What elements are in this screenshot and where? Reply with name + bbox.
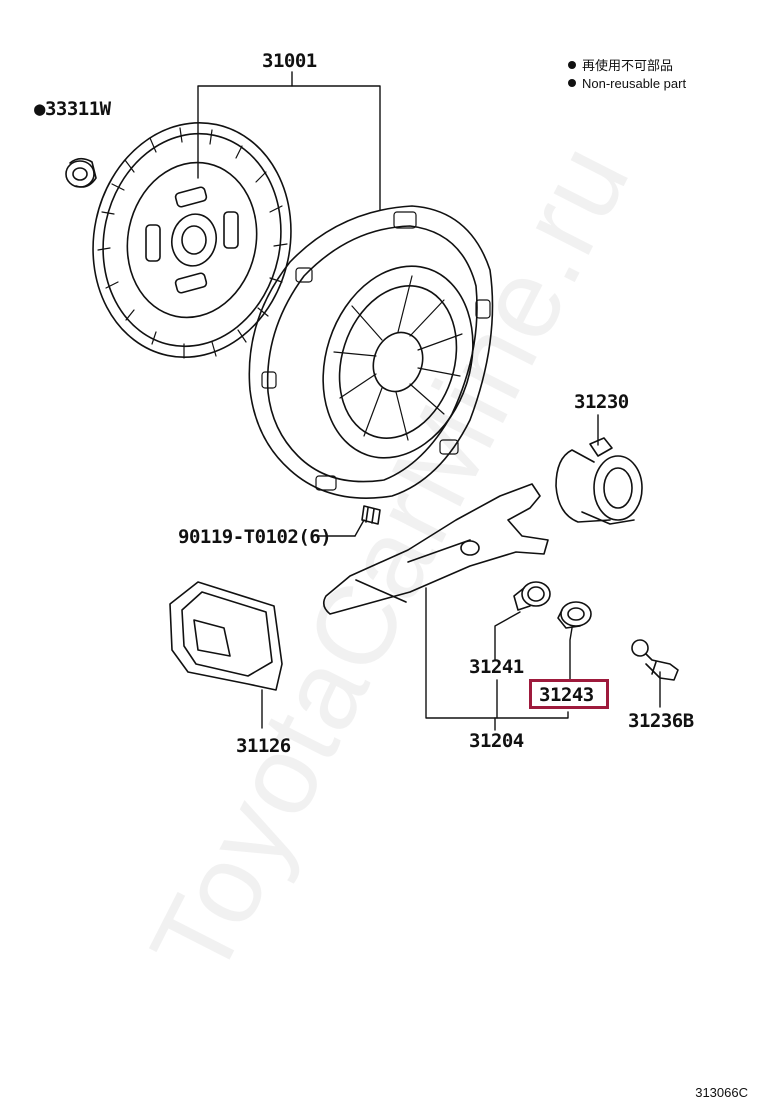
highlight-box [529,679,609,709]
part-label-31001[interactable]: 31001 [262,50,317,72]
bushing [513,581,551,611]
bullet-icon [568,61,576,69]
part-label-31126[interactable]: 31126 [236,735,291,757]
release-bearing [555,437,643,525]
part-label-33311w[interactable]: ●33311W [34,98,111,120]
retainer [557,601,592,629]
part-label-31230[interactable]: 31230 [574,391,629,413]
bullet-icon [568,79,576,87]
part-label-31241[interactable]: 31241 [469,656,524,678]
clutch-disc [92,121,292,359]
part-label-31204[interactable]: 31204 [469,730,524,752]
legend-en: Non-reusable part [568,77,686,90]
release-fork [322,483,549,615]
part-label-31243[interactable]: 31243 [539,684,594,706]
cover-bolt [361,505,381,525]
leader-lines [197,71,661,731]
part-label-31236b[interactable]: 31236B [628,710,694,732]
diagram-code: 313066C [695,1085,748,1100]
clutch-cover [248,205,494,499]
pilot-bearing [65,157,97,188]
pivot-stud [631,639,679,681]
part-label-90119[interactable]: 90119-T0102(6) [178,526,332,548]
legend-jp: 再使用不可部品 [568,59,673,72]
fork-boot [169,581,283,691]
